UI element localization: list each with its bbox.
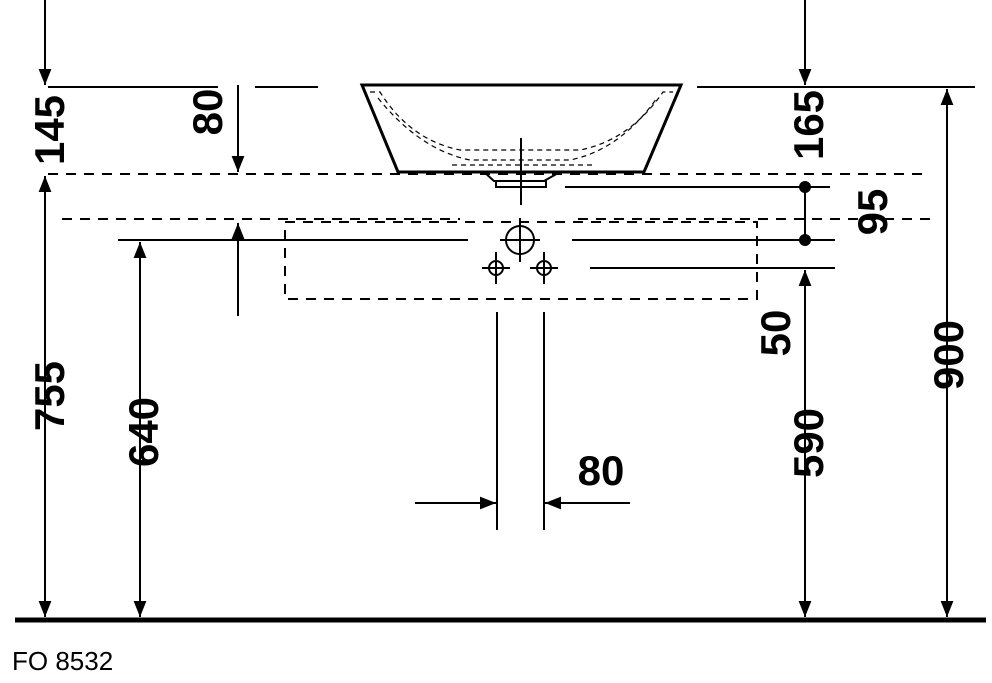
dim-165: 165: [785, 90, 832, 160]
dim-755: 755: [26, 361, 73, 431]
washbasin: [359, 83, 684, 205]
drawing-code: FO 8532: [12, 646, 113, 676]
dim-900: 900: [925, 320, 972, 390]
dim-640: 640: [120, 397, 167, 467]
dim-50: 50: [752, 310, 799, 357]
waste-connections: [482, 218, 558, 284]
dim-145: 145: [26, 95, 73, 165]
dim-80-spacing: 80: [578, 447, 625, 494]
dim-95: 95: [849, 189, 896, 236]
dim-80-rim: 80: [184, 89, 231, 136]
dim-590: 590: [785, 408, 832, 478]
